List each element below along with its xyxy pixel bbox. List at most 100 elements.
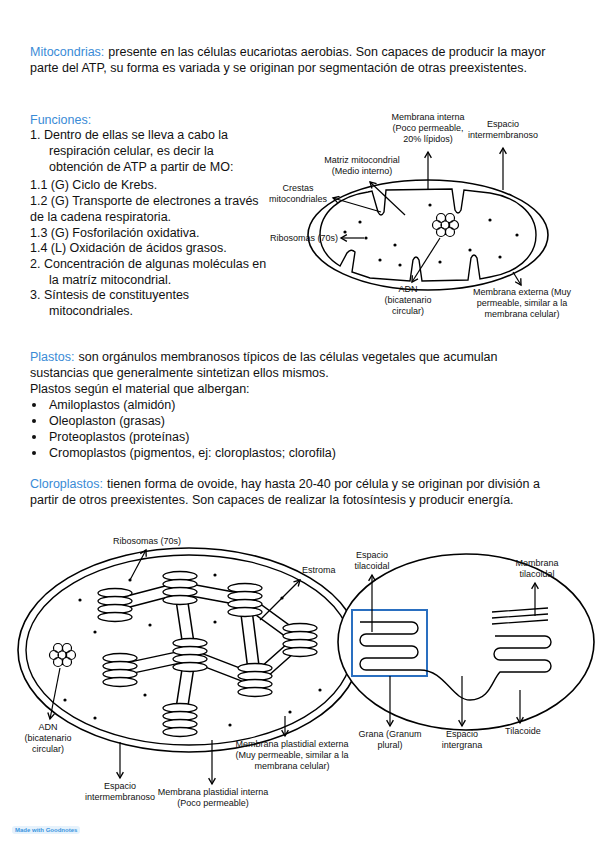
grana-stack bbox=[238, 664, 272, 697]
bullet-item: Oleoplaston (grasas) bbox=[49, 414, 165, 428]
leader-line bbox=[461, 676, 462, 726]
part-label: Ribosomas (70s) bbox=[262, 233, 338, 244]
part-label: Ribosomas (70s) bbox=[113, 536, 181, 546]
part-label: Matriz mitocondrial (Medio interno) bbox=[318, 155, 406, 177]
part-label: Espacio intermembranoso bbox=[465, 119, 541, 141]
leader-line bbox=[427, 152, 428, 189]
bullet-item: Oleoplaston (grasas) bbox=[49, 413, 469, 429]
intro-paragraph: presente en las células eucariotas aerob… bbox=[30, 45, 545, 75]
part-label: Membrana plastidial externa (Muy permeab… bbox=[228, 739, 356, 772]
leader-line bbox=[513, 272, 521, 285]
intro-paragraph: tienen forma de ovoide, hay hasta 20-40 … bbox=[30, 477, 540, 507]
dna-circles bbox=[433, 214, 459, 237]
zoom-frame bbox=[352, 610, 427, 676]
grana-stack bbox=[283, 624, 317, 657]
list-item: 1.1 (G) Ciclo de Krebs. bbox=[30, 178, 157, 192]
leader-line bbox=[502, 148, 503, 190]
zoom-ellipse bbox=[338, 554, 594, 730]
list-item: 2. Concentración de algunas moléculas en… bbox=[30, 256, 270, 288]
thylakoid-membrane bbox=[360, 622, 551, 700]
part-label: Membrana externa (Muy permeable, similar… bbox=[473, 287, 571, 319]
part-label: Tilacoide bbox=[505, 726, 565, 737]
part-label: Crestas mitocondriales bbox=[265, 183, 331, 205]
part-label: Estroma bbox=[302, 565, 362, 576]
bullet-item: Amiloplastos (almidón) bbox=[49, 398, 175, 412]
part-label: Membrana externa (Muy permeable, similar… bbox=[468, 287, 576, 320]
bullet-item: Cromoplastos (pigmentos, ej: cloroplasto… bbox=[49, 446, 336, 460]
part-label: Membrana plastidial interna (Poco permea… bbox=[158, 787, 269, 808]
paragraph: Plastos según el material que albergan: bbox=[30, 382, 250, 396]
list-item: 1.4 (L) Oxidación de ácidos grasos. bbox=[30, 240, 270, 256]
bullet-item: Amiloplastos (almidón) bbox=[49, 397, 469, 413]
ribosome-dots bbox=[63, 573, 321, 726]
section-heading: Funciones: bbox=[30, 112, 230, 128]
leader-line bbox=[284, 716, 285, 736]
leader-line bbox=[519, 690, 520, 723]
grana-stack bbox=[163, 704, 197, 737]
grana-stack bbox=[103, 654, 137, 687]
part-label: ADN (bicatenario circular) bbox=[376, 284, 440, 317]
part-label: Estroma bbox=[302, 565, 336, 575]
leader-line bbox=[371, 575, 372, 632]
part-label: Membrana plastidial interna (Poco permea… bbox=[149, 787, 277, 809]
list-item: 1. Dentro de ellas se lleva a cabo la re… bbox=[30, 127, 270, 175]
part-label: Grana (Granum plural) bbox=[358, 729, 421, 750]
list-item: 1.3 (G) Fosforilación oxidativa. bbox=[30, 225, 270, 241]
part-label: Espacio intermembranoso bbox=[468, 119, 538, 140]
grana-stack bbox=[228, 584, 262, 617]
leader-lines bbox=[50, 550, 535, 784]
part-label: Espacio tilacoidal bbox=[345, 550, 400, 572]
part-label: ADN (bicatenario circular) bbox=[17, 722, 79, 755]
leader-line bbox=[412, 238, 440, 282]
list-item: 1.2 (G) Transporte de electrones a travé… bbox=[30, 193, 270, 225]
part-label: Membrana plastidial externa (Muy permeab… bbox=[235, 739, 348, 771]
part-label: Espacio intergrana bbox=[442, 729, 483, 750]
leader-line bbox=[260, 580, 300, 620]
grana-stack bbox=[163, 572, 197, 605]
list-item: 3. Síntesis de constituyentes mitocondri… bbox=[30, 288, 189, 318]
part-label: Ribosomas (70s) bbox=[102, 536, 192, 547]
part-label: Espacio intermembranoso bbox=[85, 781, 155, 802]
part-label: ADN (bicatenario circular) bbox=[24, 722, 71, 754]
bullet-item: Proteoplastos (proteínas) bbox=[49, 429, 469, 445]
leader-line bbox=[130, 550, 146, 580]
leader-line bbox=[341, 237, 364, 238]
list-item: 1.4 (L) Oxidación de ácidos grasos. bbox=[30, 241, 227, 255]
list-item: 1.1 (G) Ciclo de Krebs. bbox=[30, 177, 270, 193]
intro-paragraph: Cloroplastos:tienen forma de ovoide, hay… bbox=[30, 476, 565, 508]
list-item: 1. Dentro de ellas se lleva a cabo la re… bbox=[30, 128, 233, 174]
part-label: Grana (Granum plural) bbox=[350, 729, 430, 751]
leader-line bbox=[534, 583, 535, 616]
part-label: Membrana interna (Poco permeable, 20% lí… bbox=[388, 112, 468, 145]
part-label: Espacio intergrana bbox=[434, 729, 490, 751]
bullet-dot bbox=[32, 435, 36, 439]
list-item: 3. Síntesis de constituyentes mitocondri… bbox=[30, 287, 270, 319]
part-label: Membrana tilacoidal bbox=[506, 558, 568, 580]
outer-membrane bbox=[308, 180, 548, 290]
bullet-item: Cromoplastos (pigmentos, ej: cloroplasto… bbox=[49, 445, 469, 461]
section-heading: Mitocondrias: bbox=[30, 45, 104, 59]
part-label: Crestas mitocondriales bbox=[269, 183, 327, 204]
intro-paragraph: son orgánulos membranosos típicos de las… bbox=[30, 350, 497, 380]
outer-plastid-membrane bbox=[18, 548, 360, 752]
watermark: Made with Goodnotes bbox=[12, 826, 80, 834]
thylakoid-lines bbox=[492, 608, 548, 624]
section-heading: Cloroplastos: bbox=[30, 477, 103, 491]
part-label: ADN (bicatenario circular) bbox=[384, 284, 431, 316]
list-item: 1.2 (G) Transporte de electrones a travé… bbox=[30, 194, 259, 224]
leader-line bbox=[333, 198, 381, 212]
intro-paragraph: Mitocondrias:presente en las células euc… bbox=[30, 44, 550, 76]
ribosome-dots bbox=[343, 203, 518, 266]
part-label: Espacio tilacoidal bbox=[354, 550, 389, 571]
section-heading: Plastos: bbox=[30, 350, 74, 364]
part-label: Tilacoide bbox=[505, 726, 541, 736]
intro-paragraph: Plastos:son orgánulos membranosos típico… bbox=[30, 349, 540, 381]
grana-stack bbox=[173, 639, 207, 672]
section-heading: Funciones: bbox=[30, 113, 91, 127]
part-label: Membrana interna (Poco permeable, 20% lí… bbox=[391, 112, 464, 144]
dna-circles bbox=[50, 644, 76, 667]
part-label: Membrana tilacoidal bbox=[515, 558, 558, 579]
bullet-dot bbox=[32, 451, 36, 455]
watermark: Made with Goodnotes bbox=[12, 826, 102, 834]
